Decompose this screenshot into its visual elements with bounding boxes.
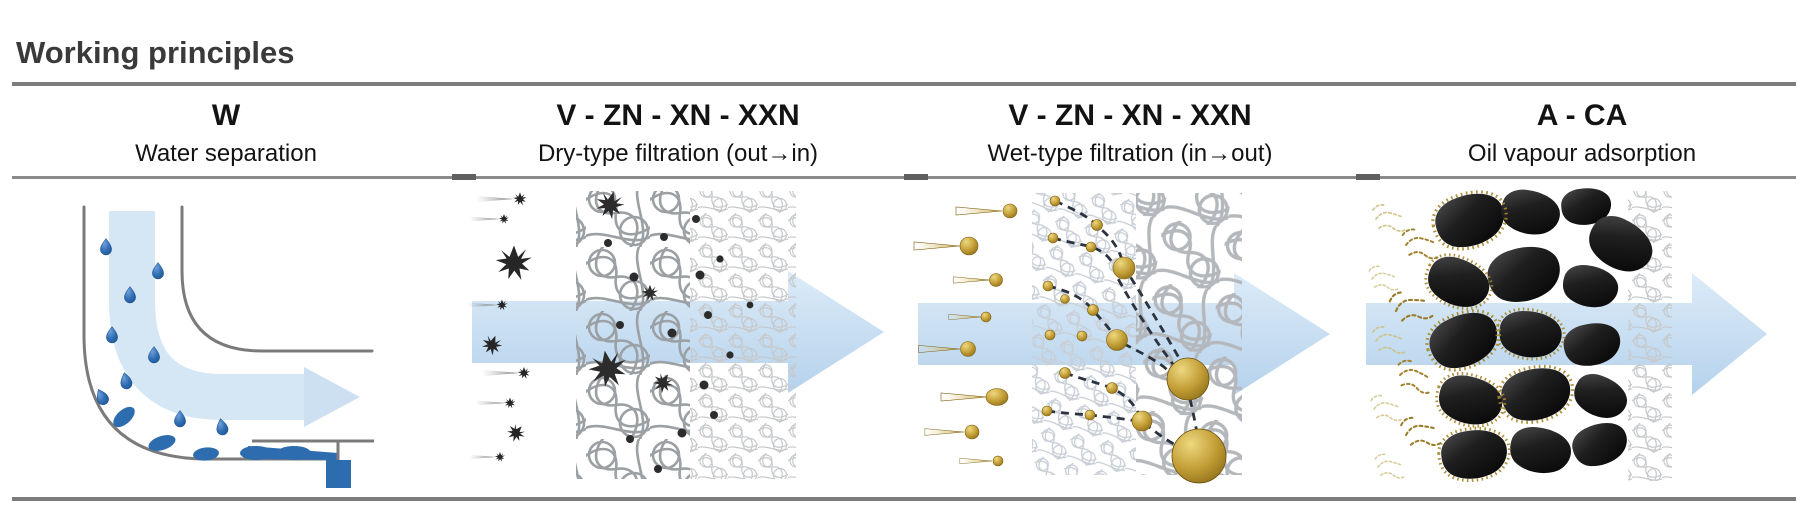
model-code: V - ZN - XN - XXN — [556, 99, 800, 132]
flow-arrow-icon — [109, 211, 360, 427]
coalesced-large-droplets — [1166, 357, 1227, 484]
column-separator-tick — [1356, 174, 1380, 180]
divider-top — [12, 82, 1796, 86]
panel-oil-vapour-adsorption — [1356, 183, 1808, 493]
page-title: Working principles — [16, 35, 295, 70]
model-code: V - ZN - XN - XXN — [1008, 99, 1252, 132]
panel-wet-type-filtration — [904, 183, 1356, 493]
column-header-dry-filtration: V - ZN - XN - XXN Dry-type filtration (o… — [452, 86, 904, 176]
coalescing-droplets — [1041, 195, 1153, 432]
water-separation-illustration — [82, 205, 374, 488]
model-code: A - CA — [1536, 99, 1628, 132]
column-separator-tick — [904, 174, 928, 180]
principle-label: Dry-type filtration (out→in) — [537, 140, 819, 167]
trapped-particles — [585, 188, 754, 473]
column-header-water-separation: W Water separation — [0, 86, 452, 176]
divider-bottom — [12, 497, 1796, 501]
column-header-wet-filtration: V - ZN - XN - XXN Wet-type filtration (i… — [904, 86, 1356, 176]
column-header-oil-vapour-adsorption: A - CA Oil vapour adsorption — [1356, 86, 1808, 176]
pipe-elbow — [82, 205, 374, 461]
coarse-fibre-mesh — [1136, 193, 1242, 475]
oil-vapour-adsorption-illustration — [1366, 183, 1767, 487]
header-row: W Water separation V - ZN - XN - XXN Dry… — [0, 86, 1808, 176]
principle-label: Water separation — [135, 140, 317, 167]
panel-dry-type-filtration — [452, 183, 904, 493]
fine-fibre-mesh — [690, 191, 796, 479]
principle-label: Wet-type filtration (in→out) — [987, 140, 1273, 167]
divider-header — [12, 174, 1796, 180]
coalescing-paths — [1046, 199, 1200, 451]
dry-type-filtration-illustration — [467, 188, 884, 479]
oil-droplets-incoming — [913, 203, 1018, 467]
condensate-drain — [248, 439, 374, 488]
model-code: W — [211, 99, 241, 132]
illustration-row — [0, 179, 1808, 497]
panel-water-separation — [0, 183, 452, 493]
wet-type-filtration-illustration — [913, 193, 1330, 484]
principle-label: Oil vapour adsorption — [1467, 140, 1697, 167]
column-separator-tick — [452, 174, 476, 180]
